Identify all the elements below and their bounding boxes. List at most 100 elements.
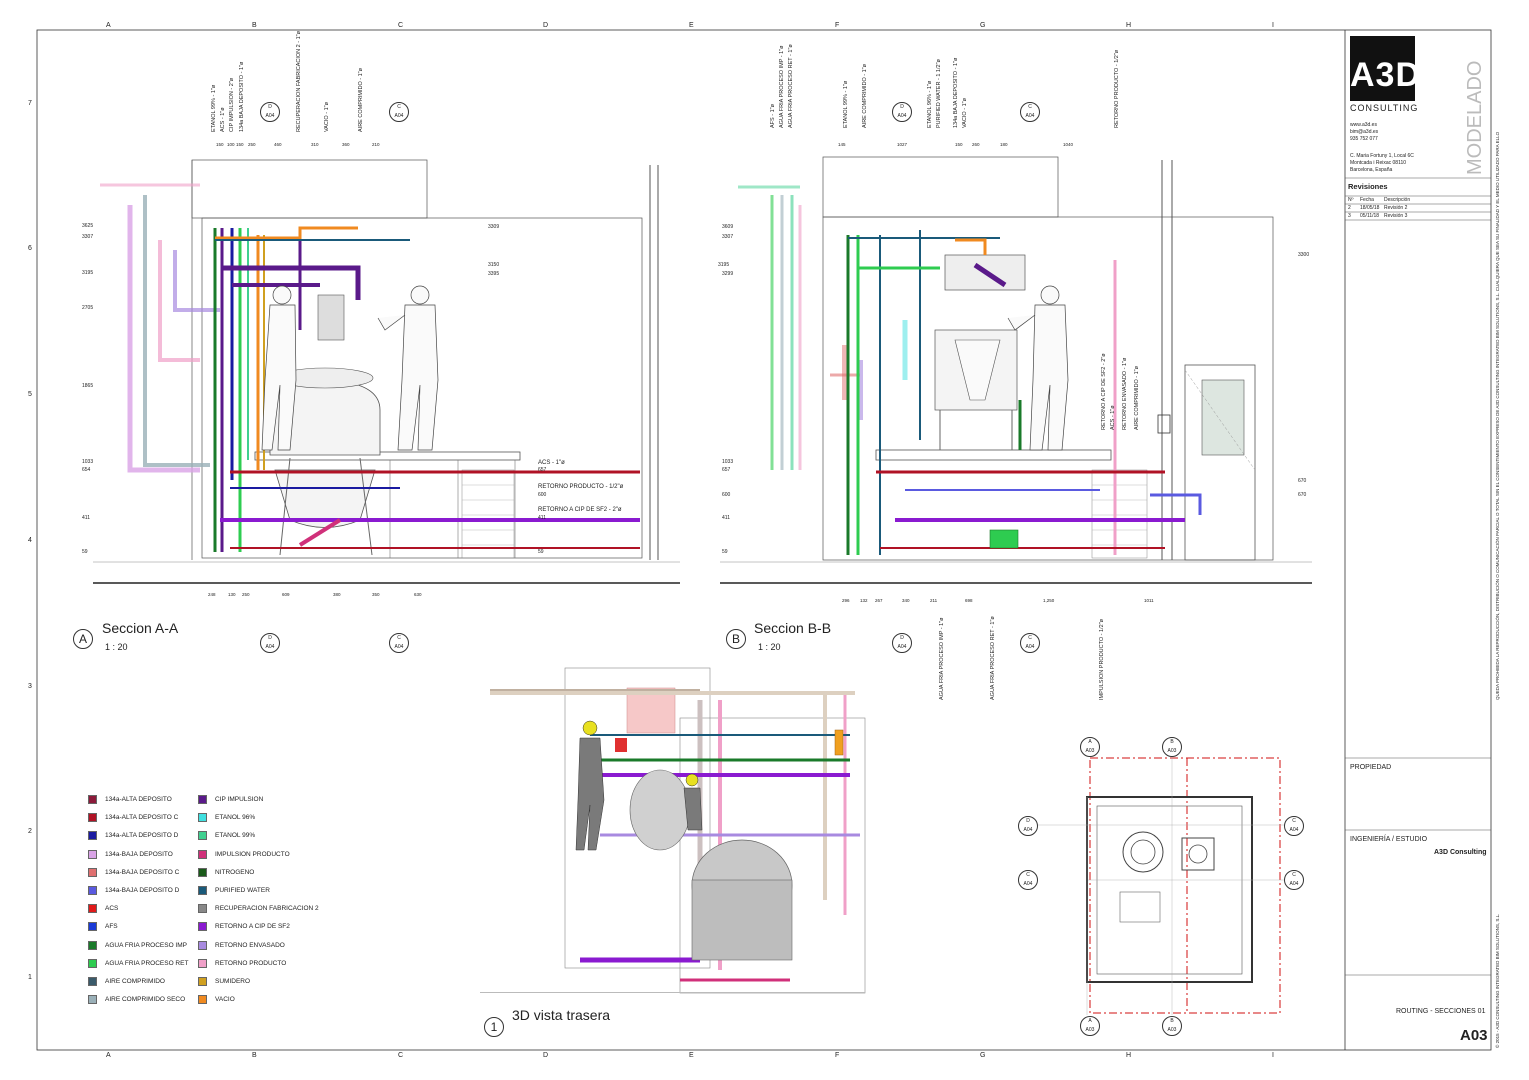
pipe-label: RECUPERACION FABRICACION 2 - 1"ø (296, 31, 302, 132)
company-address: Montcada i Reixac 08110 (1350, 160, 1407, 166)
legend-item: NITROGENO (198, 868, 254, 877)
dimension: 1027 (897, 142, 908, 147)
rev-cell: 3 (1348, 213, 1351, 219)
legend-item: RETORNO PRODUCTO (198, 959, 286, 968)
dimension: 1040 (1063, 142, 1074, 147)
legend-item: AIRE COMPRIMIDO (88, 977, 165, 986)
legend-swatch (198, 813, 207, 822)
key-plan (1038, 750, 1300, 1015)
dimension: 698 (965, 598, 973, 603)
pipe-label: RETORNO A CIP DE SF2 - 2"ø (1101, 353, 1107, 430)
pipe-label: RETORNO ENVASADO - 1"ø (1122, 357, 1128, 430)
dimension: 1011 (1144, 598, 1154, 603)
grid-col-label: G (980, 22, 986, 29)
level-mark: 1033 (82, 459, 94, 465)
dimension: 340 (902, 598, 910, 603)
level-mark: 2705 (82, 305, 94, 311)
dimension: 150 (216, 142, 224, 147)
legend-item: 134a-ALTA DEPOSITO C (88, 813, 178, 822)
pipe-label: ETANOL 99% - 1"ø (843, 80, 849, 128)
view-marker-3d: 1 (484, 1017, 504, 1037)
legend-swatch (88, 868, 97, 877)
grid-col-label: H (1126, 1052, 1132, 1059)
dimension: 609 (282, 592, 290, 597)
legend-item: AIRE COMPRIMIDO SECO (88, 995, 185, 1004)
grid-col-label: I (1272, 22, 1274, 29)
legend-swatch (198, 922, 207, 931)
pipe-label: PURIFIED WATER - 1 1/2"ø (936, 59, 942, 128)
dimension: 460 (274, 142, 282, 147)
level-mark: 600 (722, 492, 731, 498)
pipe-label: RETORNO A CIP DE SF2 - 2"ø (538, 507, 622, 513)
company-email: bim@a3d.es (1350, 129, 1379, 135)
grid-col-label: H (1126, 22, 1132, 29)
legend-item: SUMIDERO (198, 977, 250, 986)
rev-cell: 05/11/18 (1360, 213, 1380, 219)
dimension: 150 (955, 142, 963, 147)
legend-swatch (88, 850, 97, 859)
view-title-3d: 3D vista trasera (512, 1007, 611, 1023)
grid-row-label: 5 (28, 391, 32, 398)
section-a-drawing (93, 159, 680, 584)
dimension: 132 (860, 598, 868, 603)
pipe-label: AGUA FRIA PROCESO IMP - 1"ø (779, 45, 785, 128)
level-mark: 411 (82, 515, 90, 521)
legend-swatch (198, 831, 207, 840)
legend-swatch (198, 959, 207, 968)
level-mark: 3609 (722, 224, 734, 230)
rev-cell: 18/05/18 (1360, 205, 1380, 211)
pipe-label: ACS - 1"ø (220, 107, 226, 132)
property-label: PROPIEDAD (1350, 764, 1392, 771)
level-mark: 59 (722, 549, 728, 555)
level-mark: 3300 (1298, 252, 1310, 258)
title-block-lines (1345, 177, 1491, 976)
view-marker-b: B (726, 629, 746, 649)
legend-swatch (88, 904, 97, 913)
grid-col-label: I (1272, 1052, 1274, 1059)
pipe-label: ETANOL 96% - 1"ø (927, 80, 933, 128)
copyright-text: © 2015 - A3D CONSULTING INTEGRATED BIM S… (1495, 913, 1500, 1048)
grid-col-label: A (106, 22, 111, 29)
legend-swatch (88, 941, 97, 950)
rev-cell: Revisión 3 (1384, 213, 1408, 219)
engineering-value: A3D Consulting (1434, 849, 1487, 856)
revisions-title: Revisiones (1348, 182, 1388, 191)
level-mark: 600 (538, 492, 547, 498)
grid-row-label: 7 (28, 100, 32, 107)
dimension: 150 (236, 142, 244, 147)
sheet-border (36, 29, 1492, 1051)
dimension: 130 (228, 592, 236, 597)
legend-swatch (88, 886, 97, 895)
grid-col-label: A (106, 1052, 111, 1059)
legend-swatch (88, 795, 97, 804)
grid-col-label: F (835, 1052, 840, 1059)
dimension: 145 (838, 142, 846, 147)
grid-col-label: G (980, 1052, 986, 1059)
disclaimer-text: QUEDA PROHIBIDA LA REPRODUCCIÓN, DISTRIB… (1495, 131, 1500, 700)
dimension: 100 (227, 142, 235, 147)
modelado-stamp: MODELADO (1464, 60, 1486, 175)
legend-swatch (88, 831, 97, 840)
grid-row-label: 2 (28, 828, 32, 835)
legend-item: RETORNO ENVASADO (198, 941, 285, 950)
grid-col-label: C (398, 22, 404, 29)
legend-item: 134a-BAJA DEPOSITO (88, 850, 173, 859)
level-mark: 3195 (718, 262, 730, 268)
grid-row-label: 6 (28, 245, 32, 252)
pipe-label: CIP IMPULSION - 2"ø (229, 77, 235, 132)
legend-swatch (198, 977, 207, 986)
legend-item: CIP IMPULSION (198, 795, 263, 804)
legend-item: 134a-ALTA DEPOSITO D (88, 831, 178, 840)
legend-swatch (88, 922, 97, 931)
rev-header: Fecha (1360, 197, 1374, 203)
grid-col-label: D (543, 22, 549, 29)
level-mark: 3625 (82, 223, 94, 229)
legend-item: ETANOL 99% (198, 831, 255, 840)
rev-header: Nº (1348, 197, 1354, 203)
